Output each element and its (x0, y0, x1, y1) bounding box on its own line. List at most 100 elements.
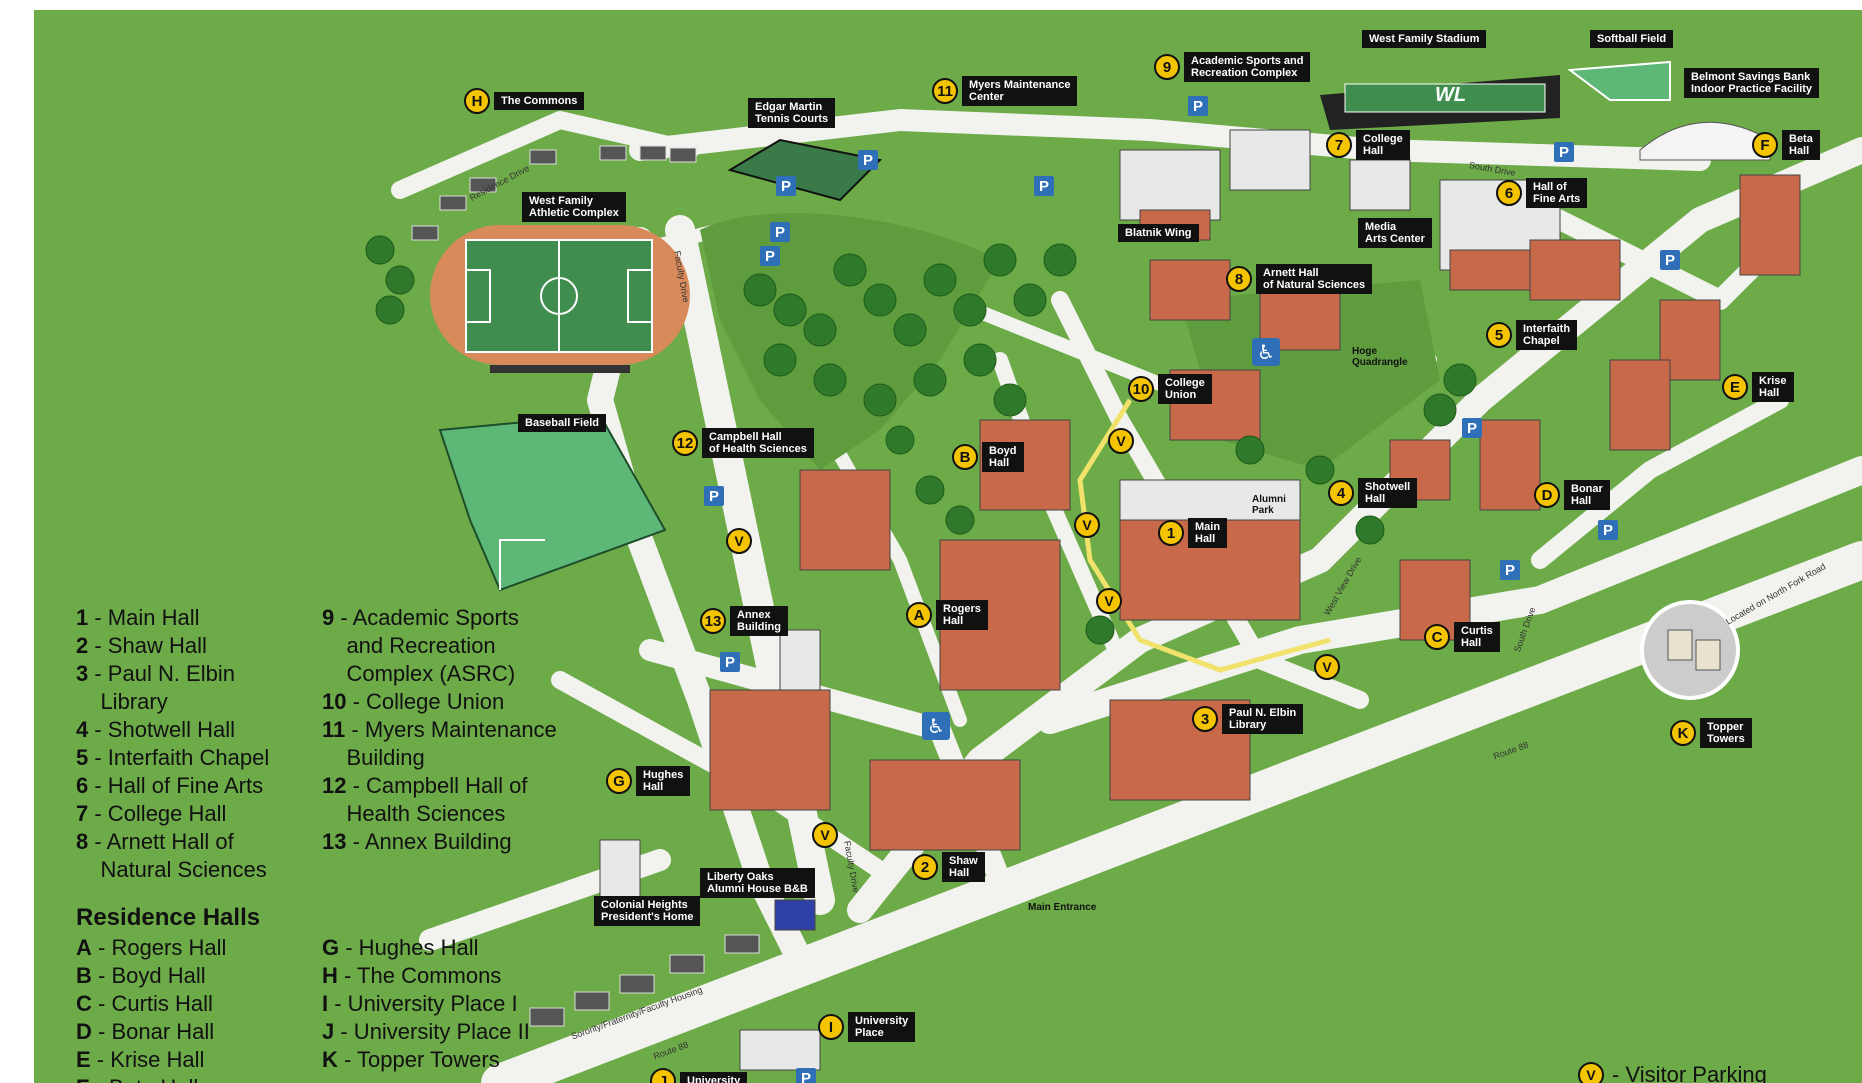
label-badge: 11 (932, 78, 958, 104)
legend-entry-key: 12 (322, 773, 347, 798)
label-text: Krise Hall (1752, 372, 1794, 402)
label-badge: 5 (1486, 322, 1512, 348)
label-west-family-athletic: West Family Athletic Complex (522, 192, 626, 222)
legend-entry: A - Rogers Hall (76, 934, 226, 962)
legend-entry-label: - Boyd Hall (91, 963, 206, 988)
legend-entry-label: - Myers Maintenance Building (346, 717, 557, 770)
label-text: Media Arts Center (1358, 218, 1432, 248)
label-softball-field: Softball Field (1590, 30, 1674, 48)
label-west-family-stadium: West Family Stadium (1362, 30, 1487, 48)
visitor-parking-icon: V (812, 822, 838, 848)
label-badge: 3 (1192, 706, 1218, 732)
parking-icon: P (1188, 96, 1208, 116)
legend-entry-key: 11 (322, 717, 346, 742)
label-text: West Family Stadium (1362, 30, 1487, 48)
legend-entry: E - Krise Hall (76, 1046, 204, 1074)
legend-entry-label: - Paul N. Elbin Library (94, 661, 235, 714)
legend-entry-label: - University Place II (334, 1019, 530, 1044)
label-media-arts-center: Media Arts Center (1358, 218, 1432, 248)
tennis-courts-shape (727, 138, 883, 202)
label-text: Belmont Savings Bank Indoor Practice Fac… (1684, 68, 1820, 98)
area-label-main-entrance: Main Entrance (1028, 902, 1097, 913)
legend-entry-label: - Shotwell Hall (88, 717, 235, 742)
parking-icon: P (796, 1068, 816, 1083)
label-badge: 1 (1158, 520, 1184, 546)
legend-entry-label: - Krise Hall (90, 1047, 205, 1072)
label-text: The Commons (494, 92, 585, 110)
legend-entry: 1 - Main Hall (76, 604, 200, 632)
legend-entry-key: 10 (322, 689, 347, 714)
visitor-parking-key-label: - Visitor Parking (1612, 1062, 1767, 1083)
legend-entry-key: 2 (76, 633, 89, 658)
label-badge: E (1722, 374, 1748, 400)
accessible-icon: ♿ (922, 712, 950, 740)
legend-entry-key: 9 (322, 605, 335, 630)
legend-entry-key: B (76, 963, 92, 988)
label-badge: I (818, 1014, 844, 1040)
legend-entry: 3 - Paul N. Elbin Library (76, 660, 235, 716)
stadium-logo: WL (1435, 84, 1467, 106)
label-belmont-savings: Belmont Savings Bank Indoor Practice Fac… (1684, 68, 1820, 98)
topper-towers-inset (1640, 600, 1740, 700)
label-text: University Place (848, 1012, 916, 1042)
legend-entry: J - University Place II (322, 1018, 530, 1046)
legend-entry-label: - University Place I (328, 991, 518, 1016)
legend-entry-label: - Campbell Hall of Health Sciences (346, 773, 528, 826)
legend-entry: D - Bonar Hall (76, 1018, 214, 1046)
visitor-parking-icon: V (1314, 654, 1340, 680)
legend-entry-key: 4 (76, 717, 89, 742)
legend-entry-key: 3 (76, 661, 89, 686)
legend-entry-key: 1 (76, 605, 89, 630)
legend-entry-key: E (76, 1047, 91, 1072)
legend-entry: H - The Commons (322, 962, 501, 990)
legend-entry: 13 - Annex Building (322, 828, 512, 856)
legend-entry-key: 6 (76, 773, 89, 798)
label-text: Baseball Field (518, 414, 606, 432)
legend-entry: 8 - Arnett Hall of Natural Sciences (76, 828, 267, 884)
label-text: Annex Building (730, 606, 788, 636)
label-text: Main Hall (1188, 518, 1228, 548)
legend-entry-key: D (76, 1019, 92, 1044)
legend-entry-label: - The Commons (337, 963, 502, 988)
legend-entry-label: - Hughes Hall (339, 935, 479, 960)
legend-entry-key: H (322, 963, 338, 988)
label-badge: 4 (1328, 480, 1354, 506)
label-text: Softball Field (1590, 30, 1674, 48)
legend-entry-label: - Academic Sports and Recreation Complex… (340, 605, 519, 686)
visitor-parking-key: V - Visitor Parking (1578, 1062, 1767, 1083)
visitor-parking-icon: V (1108, 428, 1134, 454)
label-text: Beta Hall (1782, 130, 1820, 160)
legend-entry: K - Topper Towers (322, 1046, 500, 1074)
legend-entry: I - University Place I (322, 990, 518, 1018)
legend-entry-key: K (322, 1047, 338, 1072)
label-badge: 2 (912, 854, 938, 880)
trees (365, 235, 1477, 645)
legend-entry: F - Beta Hall (76, 1074, 198, 1083)
legend-entry-label: - Interfaith Chapel (88, 745, 270, 770)
label-badge: 13 (700, 608, 726, 634)
parking-icon: P (1500, 560, 1520, 580)
label-badge: H (464, 88, 490, 114)
legend-entry-label: - Topper Towers (337, 1047, 500, 1072)
parking-icon: P (1034, 176, 1054, 196)
label-text: University (680, 1072, 748, 1083)
label-colonial-heights: Colonial Heights President's Home (594, 896, 701, 926)
label-text: Myers Maintenance Center (962, 76, 1078, 106)
legend-entry-key: G (322, 935, 340, 960)
legend-entry-key: F (76, 1075, 89, 1083)
parking-icon: P (704, 486, 724, 506)
label-badge: G (606, 768, 632, 794)
label-text: Blatnik Wing (1118, 224, 1199, 242)
parking-icon: P (720, 652, 740, 672)
label-badge: B (952, 444, 978, 470)
